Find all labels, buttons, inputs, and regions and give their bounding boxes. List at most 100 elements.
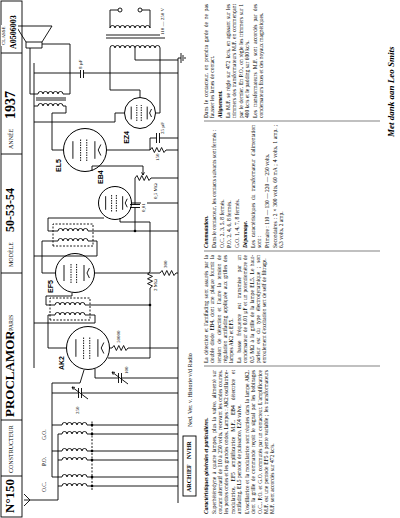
wire	[128, 348, 178, 349]
variable-arrow	[142, 172, 145, 175]
band-label: O.C.	[41, 481, 47, 493]
coil-symbol	[62, 432, 87, 435]
wire	[34, 113, 124, 122]
body-text: Superhétérodyne à quatre lampes, plus la…	[211, 370, 243, 514]
coil-symbol	[62, 484, 87, 487]
body-text: Secondaires : 2 × 300 volts, 60 mA ; 4 v…	[272, 125, 285, 248]
tube-electrode	[75, 339, 76, 357]
coil-symbol	[62, 475, 87, 478]
wire	[52, 477, 62, 478]
tube-electrode	[131, 107, 132, 120]
wire	[30, 48, 38, 94]
wire	[156, 48, 160, 113]
header-text: PARIS	[8, 314, 15, 332]
wire	[52, 370, 84, 477]
tube-label: EF5	[47, 279, 55, 294]
wire	[58, 460, 62, 461]
junction-dot	[91, 485, 94, 488]
tube-electrode	[112, 195, 117, 212]
tube-electrode	[71, 263, 77, 283]
body-text: Dans le contacteur, on prendra garde de …	[203, 4, 216, 118]
wire	[132, 203, 178, 204]
variable-arrow	[112, 372, 115, 375]
if-transformer-can	[50, 298, 90, 320]
wire	[52, 425, 62, 426]
header-frame	[1, 1, 22, 517]
variable-arrow	[72, 387, 88, 399]
header-text: 50-53-54	[4, 187, 18, 233]
wire	[150, 138, 157, 150]
tube-electrode	[137, 105, 141, 121]
tube-electrode	[105, 196, 106, 210]
wire	[48, 218, 104, 231]
wire	[58, 434, 62, 435]
tube-electrode	[147, 107, 148, 120]
component-value: 2 MΩ	[153, 278, 159, 292]
body-text: L'oscillatrice et la modulatrice sont ré…	[244, 370, 276, 514]
coil-symbol	[62, 423, 87, 426]
wire	[166, 150, 178, 151]
junction-dot	[91, 450, 94, 453]
coil-symbol	[38, 104, 63, 107]
wire	[87, 460, 178, 461]
section-heading: Alignement.	[217, 4, 223, 118]
band-label: G.O.	[41, 428, 47, 441]
vacuum-tube: AK2	[66, 326, 110, 370]
wire	[52, 393, 79, 394]
body-text: Les transformateurs M.F. sont accordés p…	[252, 4, 265, 118]
variable-arrow	[143, 169, 144, 175]
body-text: G.O. 1, 4, 7, 8 fermés.	[234, 125, 240, 248]
header-frame	[1, 1, 380, 517]
text-column: Commutation.Dans le contacteur, les cont…	[203, 125, 381, 248]
component-value: 0,01	[141, 202, 147, 213]
wire	[87, 486, 178, 487]
switch-gang	[92, 420, 93, 490]
section-heading: Caractéristiques générales et particuliè…	[203, 370, 209, 514]
tube-electrode	[94, 141, 95, 159]
tube-electrode	[87, 268, 89, 278]
wire	[42, 44, 70, 94]
wire	[34, 106, 38, 107]
wire	[178, 58, 179, 503]
wire	[34, 315, 95, 323]
header-text: CONSTRUCTEUR	[8, 424, 15, 474]
resistor-symbol	[160, 271, 176, 276]
coil-symbol	[55, 313, 85, 316]
header-text: CLASSE	[1, 25, 7, 46]
tube-electrode	[98, 145, 101, 156]
junction-dot	[91, 433, 94, 436]
body-text: Les caractéristiques du transformateur d…	[250, 125, 263, 248]
tube-electrode	[125, 199, 127, 208]
wire	[110, 348, 112, 349]
wire	[58, 434, 59, 500]
tube-electrode	[81, 139, 87, 161]
mains-plug	[138, 8, 142, 12]
wire	[34, 73, 81, 74]
if-transformer-can	[53, 224, 93, 246]
component-value: 100	[124, 366, 130, 376]
wire	[87, 425, 178, 426]
tube-electrode	[64, 265, 65, 281]
wire	[82, 393, 179, 394]
archive-stamp: ARCHIEF	[186, 463, 193, 493]
coil-symbol	[110, 26, 150, 29]
wire	[135, 208, 136, 232]
component-value: 0,5 MΩ	[153, 182, 159, 200]
body-text: Dans le contacteur, les contacts suivant…	[211, 125, 217, 248]
archive-stamp: NVHR	[186, 440, 193, 460]
wire	[95, 369, 119, 378]
mains-plug	[118, 8, 122, 12]
tube-electrode	[150, 109, 152, 117]
section-heading: Commutation.	[203, 125, 209, 248]
header-text: A0506003	[9, 14, 18, 50]
component-value: 8 µF	[78, 59, 84, 70]
variable-arrow	[72, 387, 75, 390]
text-column: Dans le contacteur, on prendra garde de …	[203, 4, 381, 118]
junction-dot	[91, 476, 94, 479]
body-text: La M.F. se règle sur 472 kc/s, en agissa…	[225, 4, 250, 118]
resistor-symbol	[112, 346, 128, 351]
tube-electrode	[122, 196, 123, 210]
coil-symbol	[62, 458, 87, 461]
